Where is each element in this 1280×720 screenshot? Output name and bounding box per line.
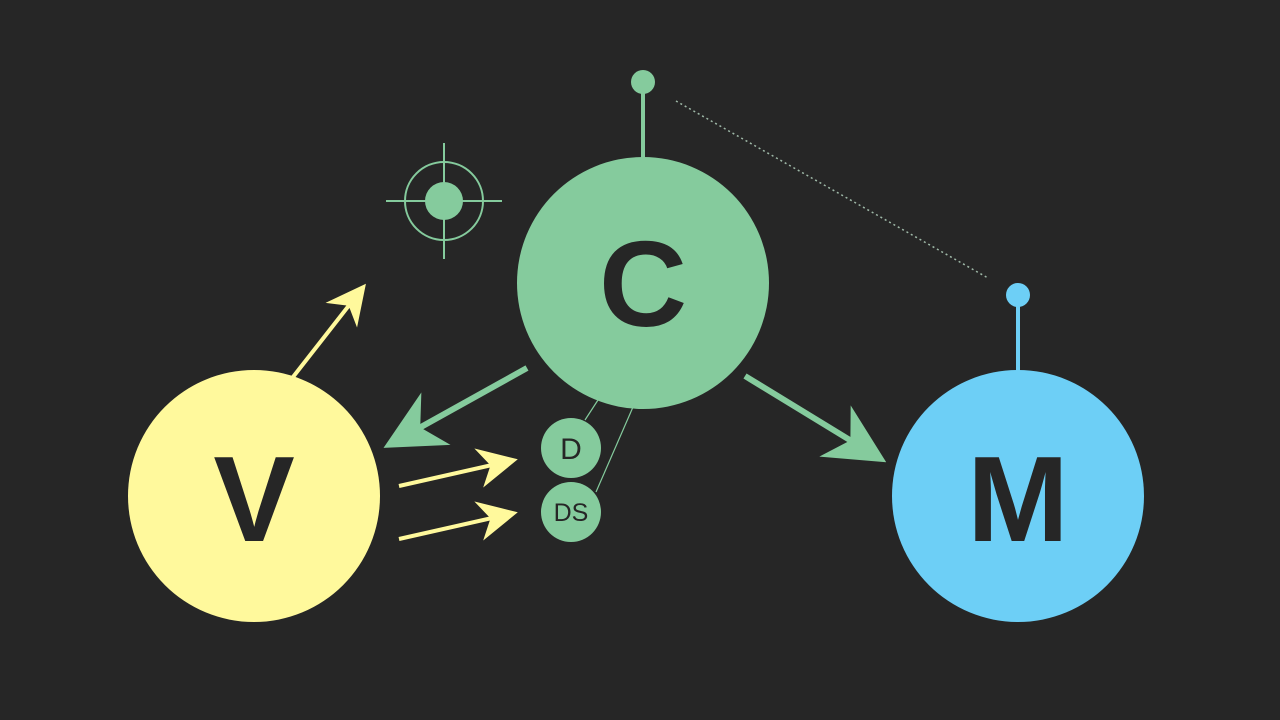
antenna-icon	[631, 70, 655, 160]
view-to-delegate-arrow	[398, 448, 518, 488]
model-label: M	[967, 431, 1069, 567]
view-to-target-arrow	[291, 283, 366, 379]
view-to-datasource-arrow	[398, 501, 518, 541]
controller-node: C	[517, 157, 769, 409]
datasource-node: DS	[541, 482, 601, 542]
datasource-label: DS	[554, 499, 589, 527]
controller-label: C	[599, 216, 687, 352]
controller-delegate-link	[584, 399, 599, 421]
model-node: M	[892, 370, 1144, 622]
delegate-label: D	[560, 433, 582, 466]
controller-to-view-arrow	[383, 365, 529, 448]
crosshair-target-icon	[386, 143, 502, 259]
delegate-node: D	[541, 418, 601, 478]
view-node: V	[128, 370, 380, 622]
antenna-icon	[1006, 283, 1030, 374]
controller-to-model-arrow	[743, 373, 887, 463]
controller-datasource-link	[595, 406, 634, 493]
view-label: V	[213, 431, 294, 567]
